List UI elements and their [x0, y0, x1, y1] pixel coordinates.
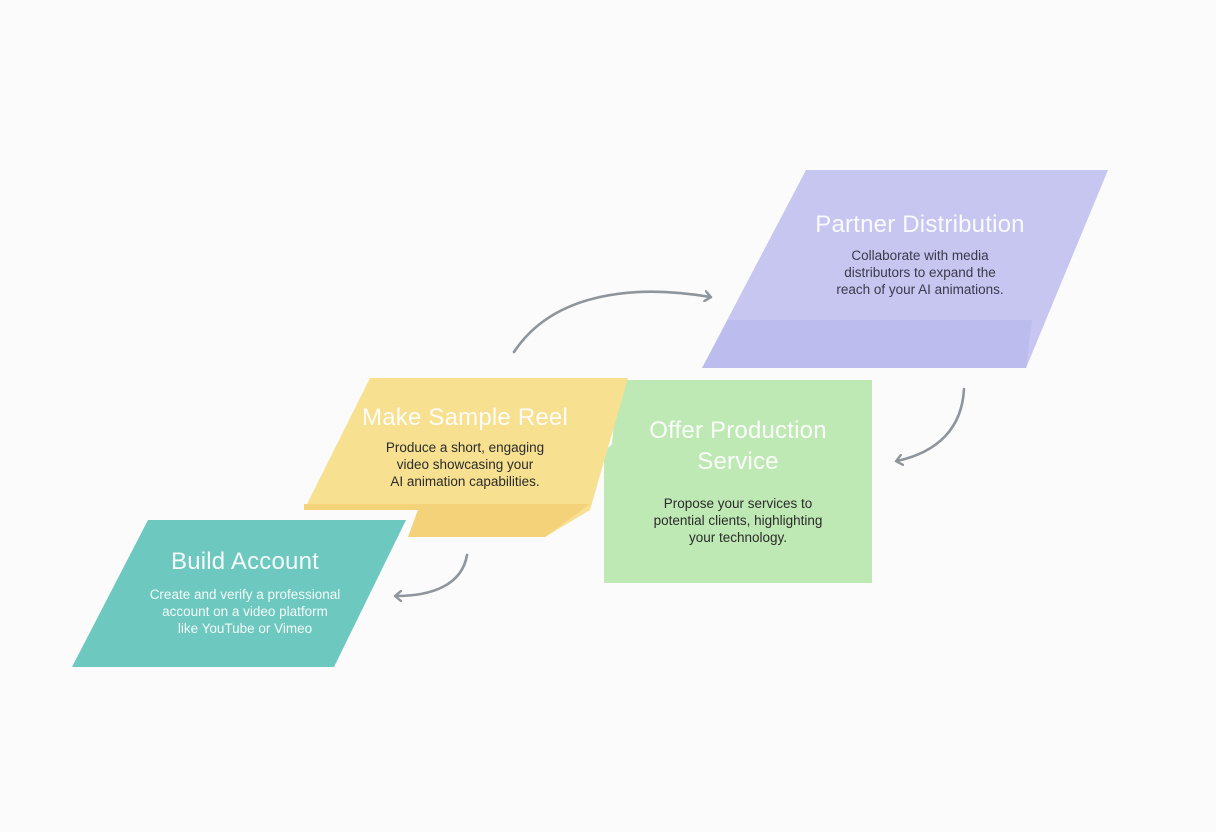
production-service-step: Offer Production Service Propose your se… [618, 415, 858, 546]
partner-distribution-title: Partner Distribution [815, 211, 1025, 238]
partner-distribution-description: Collaborate with media distributors to e… [836, 248, 1004, 297]
build-account-step: Build Account Create and verify a profes… [130, 546, 360, 637]
arrow-partner-to-offer [897, 387, 966, 461]
sample-reel-title: Make Sample Reel [362, 404, 568, 431]
build-account-title: Build Account [170, 548, 320, 575]
production-service-shape [604, 380, 872, 583]
production-service-description: Propose your services to potential clien… [653, 496, 823, 545]
build-account-description: Create and verify a professional account… [149, 587, 341, 636]
build-account-shape [72, 520, 406, 667]
sample-reel-shape [304, 378, 628, 537]
sample-reel-description: Produce a short, engaging video showcasi… [385, 440, 545, 489]
production-service-title: Offer Production Service [649, 417, 827, 475]
partner-distribution-shape [702, 170, 1108, 368]
arrow-sample-to-build [396, 553, 469, 596]
sample-reel-step: Make Sample Reel Produce a short, engagi… [345, 402, 585, 490]
arrow-sample-to-partner [512, 292, 710, 354]
partner-distribution-step: Partner Distribution Collaborate with me… [790, 209, 1050, 298]
